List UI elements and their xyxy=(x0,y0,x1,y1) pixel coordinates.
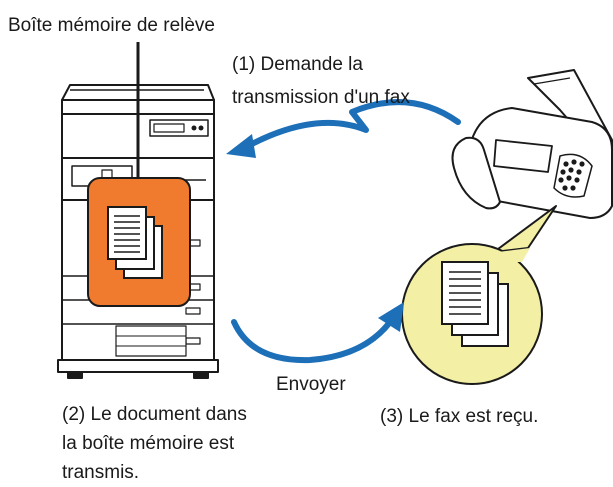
fax-icon xyxy=(451,69,613,219)
step3-label: (3) Le fax est reçu. xyxy=(380,406,539,427)
send-label: Envoyer xyxy=(276,374,346,395)
step2-label-line1: (2) Le document dans xyxy=(62,404,247,425)
step1-label-line2: transmission d'un fax xyxy=(232,87,410,108)
step2-label-line2: la boîte mémoire est xyxy=(62,433,235,454)
document-stack-icon xyxy=(441,261,509,347)
step1-label-line1: (1) Demande la xyxy=(232,54,363,75)
polling-box-label: Boîte mémoire de relève xyxy=(8,15,215,36)
request-arrow xyxy=(226,99,461,158)
received-circle xyxy=(401,205,557,385)
step2-label-line3: transmis. xyxy=(62,462,140,483)
send-arrow xyxy=(231,302,404,364)
memory-box xyxy=(87,177,191,307)
document-stack-icon xyxy=(107,206,163,279)
